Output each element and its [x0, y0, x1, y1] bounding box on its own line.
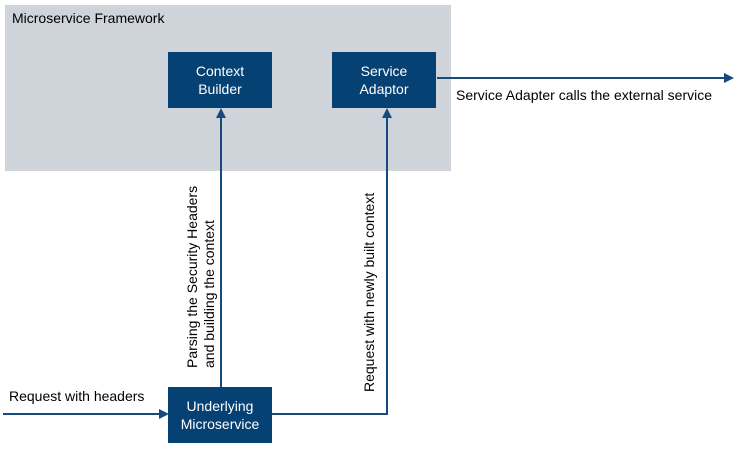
- underlying-microservice-node: Underlying Microservice: [168, 387, 272, 443]
- service-adaptor-node: Service Adaptor: [332, 52, 436, 108]
- parsing-arrow-line: [220, 118, 222, 387]
- context-builder-label-line2: Builder: [198, 81, 242, 97]
- built-context-arrow-label: Request with newly built context: [361, 192, 377, 392]
- underlying-microservice-label-line1: Underlying: [186, 398, 254, 414]
- service-adaptor-label-line2: Adaptor: [359, 81, 409, 97]
- context-builder-label-line1: Context: [195, 63, 245, 79]
- service-adaptor-label-line1: Service: [360, 63, 408, 79]
- parsing-arrow-label-line2: and building the context: [201, 220, 217, 368]
- external-arrow-label: Service Adapter calls the external servi…: [456, 87, 713, 103]
- framework-title: Microservice Framework: [12, 10, 165, 26]
- parsing-arrow-label: Parsing the Security Headers and buildin…: [184, 176, 218, 368]
- context-builder-node: Context Builder: [168, 52, 272, 108]
- built-context-arrow-line-horizontal: [272, 413, 388, 415]
- external-arrow-line: [437, 77, 724, 79]
- request-arrowhead-icon: [159, 409, 169, 419]
- request-arrow-label: Request with headers: [9, 388, 145, 404]
- parsing-arrow-label-line1: Parsing the Security Headers: [184, 185, 200, 368]
- parsing-arrowhead-icon: [216, 108, 226, 118]
- request-arrow-line: [3, 413, 159, 415]
- built-context-arrow-line-vertical: [386, 118, 388, 415]
- built-context-arrowhead-icon: [382, 108, 392, 118]
- underlying-microservice-label-line2: Microservice: [180, 416, 260, 432]
- external-arrowhead-icon: [724, 73, 734, 83]
